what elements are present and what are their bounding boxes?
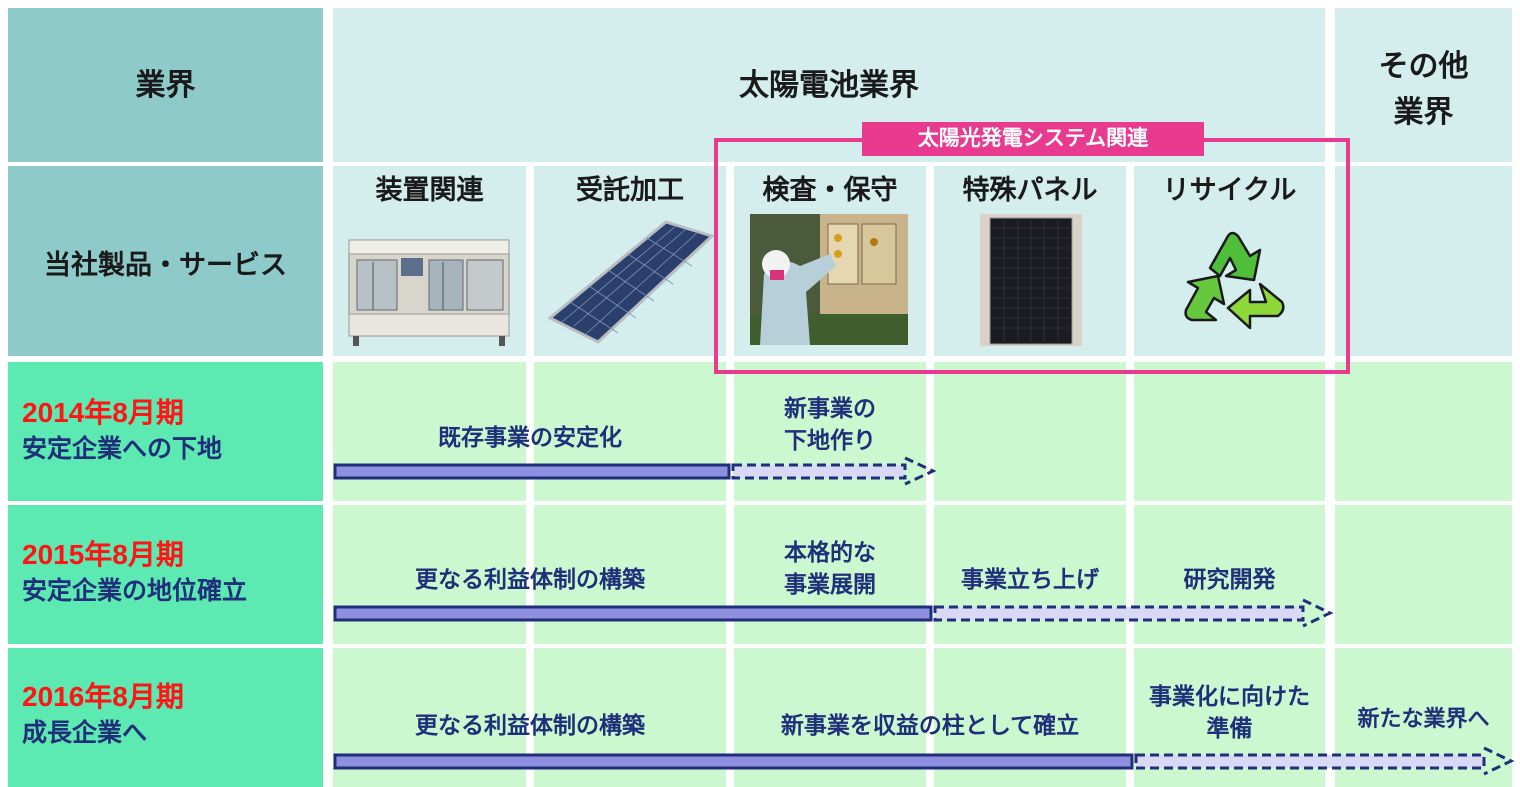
arrow-dashed-2014	[731, 456, 937, 486]
category-equipment: 装置関連	[375, 175, 484, 205]
label-2015-research: 研究開発	[1183, 566, 1276, 592]
label-2015-profit: 更なる利益体制の構築	[415, 566, 645, 592]
recycle-icon	[1184, 231, 1285, 330]
row-2015-label-cell	[8, 505, 323, 644]
header-industry-cell	[8, 8, 323, 162]
period-2016: 2016年8月期	[22, 681, 184, 712]
row-cell	[934, 362, 1126, 501]
arrow-solid-2016	[333, 753, 1134, 770]
row-cell	[1335, 362, 1512, 501]
label-2015-launch: 事業立ち上げ	[961, 566, 1099, 592]
solar-system-related-label: 太陽光発電システム関連	[862, 122, 1204, 156]
equipment-machine-image	[348, 239, 510, 346]
services-label: 当社製品・サービス	[44, 250, 287, 280]
category-special-panel: 特殊パネル	[962, 175, 1098, 205]
label-2016-commercialize: 事業化に向けた 準備	[1149, 683, 1310, 741]
label-2016-new-industry: 新たな業界へ	[1357, 706, 1490, 731]
category-recycle: リサイクル	[1162, 175, 1297, 205]
goal-2015: 安定企業の地位確立	[22, 577, 248, 605]
header-other-cell	[1335, 8, 1512, 162]
category-contract-processing: 受託加工	[576, 175, 684, 205]
arrow-dashed-2016	[1134, 746, 1515, 776]
goal-2016: 成長企業へ	[22, 719, 148, 747]
other-industry-label: その他 業界	[1378, 50, 1469, 129]
industry-label: 業界	[135, 69, 196, 102]
arrow-solid-2015	[333, 605, 933, 622]
solar-panel-image	[547, 220, 715, 344]
row-2014-label-cell	[8, 362, 323, 501]
black-solar-panel-image	[980, 214, 1082, 346]
period-2015: 2015年8月期	[22, 539, 184, 570]
label-2016-profit: 更なる利益体制の構築	[415, 712, 645, 738]
label-2014-new-foundation: 新事業の 下地作り	[784, 395, 876, 453]
goal-2014: 安定企業への下地	[22, 435, 223, 463]
row-cell	[1335, 505, 1512, 644]
period-2014: 2014年8月期	[22, 397, 184, 428]
service-cell-other	[1335, 166, 1512, 356]
row-cell	[1134, 362, 1325, 501]
label-2015-full-scale: 本格的な 事業展開	[784, 539, 876, 597]
category-inspection: 検査・保守	[762, 175, 898, 205]
label-2016-revenue-pillar: 新事業を収益の柱として確立	[780, 712, 1080, 738]
arrow-dashed-2015	[933, 598, 1334, 628]
row-2016-label-cell	[8, 648, 323, 787]
solar-industry-label: 太陽電池業界	[739, 69, 919, 102]
arrow-solid-2014	[333, 463, 731, 480]
label-2014-existing: 既存事業の安定化	[438, 424, 622, 450]
services-label-cell	[8, 166, 323, 356]
inspection-worker-image	[750, 214, 908, 345]
